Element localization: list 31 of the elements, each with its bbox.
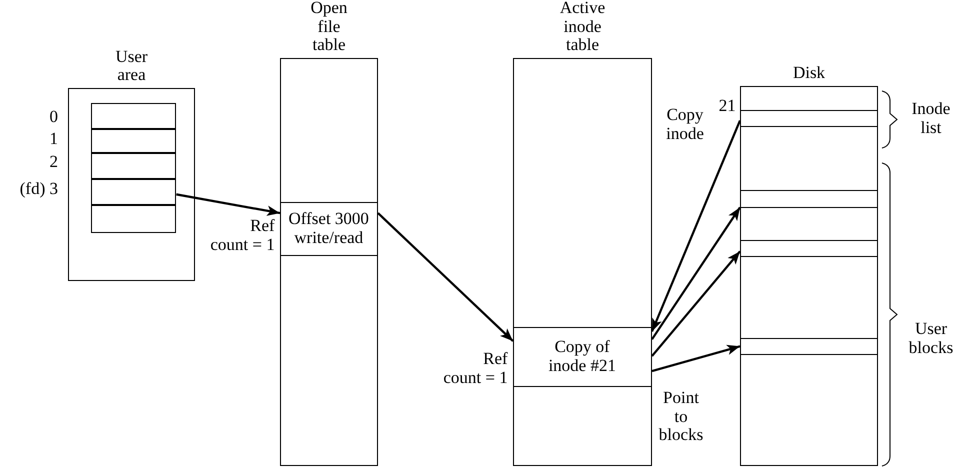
table-heading: User area <box>114 48 149 85</box>
slot-index: (fd) 3 <box>18 180 58 199</box>
table-heading: Open file table <box>310 0 348 55</box>
ref-count-note: Ref count = 1 <box>209 217 275 254</box>
ref-count-note: Ref count = 1 <box>442 350 508 388</box>
table-row <box>91 179 176 205</box>
slot-index: 0 <box>48 108 58 127</box>
arrow-label: Copy inode <box>665 106 705 144</box>
entry-text: Copy of inode #21 <box>547 338 617 376</box>
slot-index: 2 <box>48 153 58 172</box>
table-row <box>91 129 176 153</box>
table-heading: Disk <box>792 64 826 83</box>
arrow <box>651 250 741 357</box>
arrow-label: Point to blocks <box>658 389 704 446</box>
table-row <box>740 338 878 355</box>
table-row <box>740 240 878 257</box>
arrow <box>176 193 280 216</box>
entry-text: Offset 3000 write/read <box>287 210 370 248</box>
arrow <box>650 120 742 332</box>
table-row <box>740 190 878 208</box>
arrow <box>651 206 741 340</box>
section-label: User blocks <box>908 320 954 358</box>
arrow <box>377 212 514 342</box>
table-row <box>91 205 176 233</box>
arrow <box>652 344 740 372</box>
slot-index: 1 <box>48 130 58 149</box>
table-row <box>91 153 176 179</box>
section-label: Inode list <box>910 100 952 138</box>
table-row <box>91 103 176 129</box>
table-heading: Active inode table <box>558 0 606 55</box>
row-number: 21 <box>718 97 736 116</box>
